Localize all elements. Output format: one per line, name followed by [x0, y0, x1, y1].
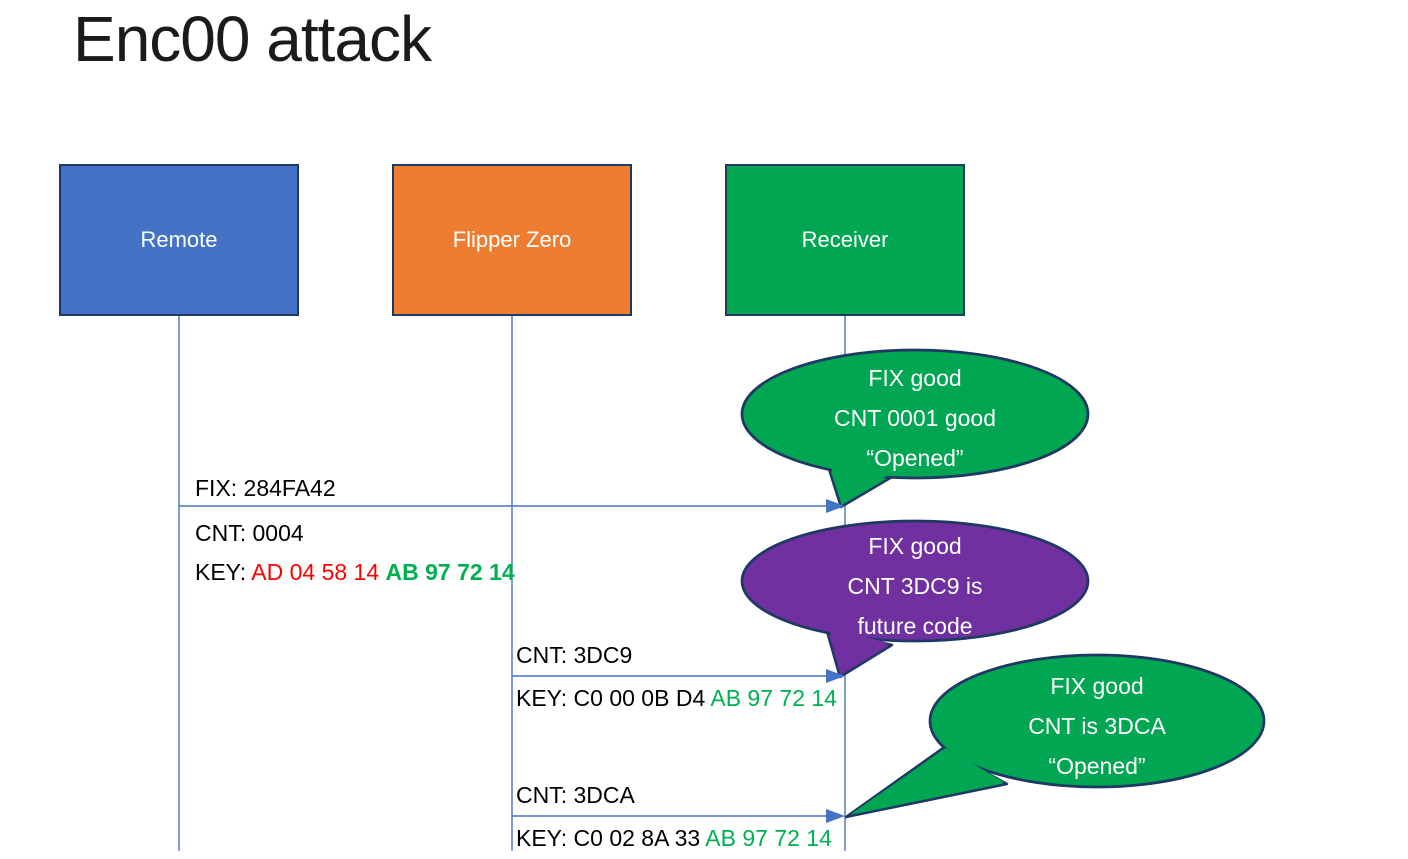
- callout-1-ellipse: [740, 348, 1090, 480]
- callout-2-tail-join: [829, 627, 888, 673]
- callout-3-line-3: “Opened”: [1048, 753, 1146, 779]
- actor-box-flipper-zero: Flipper Zero: [392, 164, 632, 316]
- message-arrow-1-head: [826, 499, 845, 513]
- callout-2-line-3: future code: [857, 613, 973, 639]
- callout-1-line-1: FIX good: [868, 365, 962, 391]
- callout-bubble-1: [740, 348, 1090, 509]
- message-1-key-prefix: KEY:: [195, 559, 252, 585]
- message-1-key-red-bytes: AD 04 58 14: [251, 559, 386, 585]
- callout-2-text: FIX good CNT 3DC9 is future code: [740, 526, 1090, 646]
- callout-3-text: FIX good CNT is 3DCA “Opened”: [922, 666, 1272, 786]
- callout-bubble-3: [844, 653, 1266, 819]
- message-2-key-black-bytes: C0 00 0B D4: [573, 685, 711, 711]
- message-1-cnt-key-label: CNT: 0004 KEY: AD 04 58 14 AB 97 72 14: [195, 514, 515, 592]
- actor-label-receiver: Receiver: [801, 227, 889, 252]
- actor-label-remote: Remote: [140, 227, 218, 252]
- callout-3-tail-join: [851, 748, 1004, 814]
- callout-1-line-2: CNT 0001 good: [834, 405, 996, 431]
- callout-1-tail-join: [829, 459, 888, 503]
- message-2-key-label: KEY: C0 00 0B D4 AB 97 72 14: [516, 684, 837, 712]
- message-arrow-3-head: [826, 809, 845, 823]
- message-arrow-2-head: [826, 669, 845, 683]
- actor-label-flipper-zero: Flipper Zero: [452, 227, 572, 252]
- message-2-key-green-bytes: AB 97 72 14: [710, 685, 837, 711]
- callout-2-line-2: CNT 3DC9 is: [847, 573, 983, 599]
- message-2-cnt-label: CNT: 3DC9: [516, 642, 633, 668]
- actor-box-receiver: Receiver: [725, 164, 965, 316]
- callout-3-line-1: FIX good: [1050, 673, 1144, 699]
- callout-3-line-2: CNT is 3DCA: [1028, 713, 1166, 739]
- message-1-fix-label: FIX: 284FA42: [195, 475, 336, 501]
- message-3-key-prefix: KEY:: [516, 825, 574, 851]
- callout-2-ellipse: [740, 519, 1090, 643]
- page-title: Enc00 attack: [73, 3, 432, 75]
- actor-box-remote: Remote: [59, 164, 299, 316]
- message-arrow-2: [512, 669, 845, 683]
- message-2-key-prefix: KEY:: [516, 685, 574, 711]
- message-arrow-1: [179, 499, 845, 513]
- callout-2-line-1: FIX good: [868, 533, 962, 559]
- callout-bubble-2: [740, 519, 1090, 679]
- message-3-key-black-bytes: C0 02 8A 33: [573, 825, 706, 851]
- message-3-key-label: KEY: C0 02 8A 33 AB 97 72 14: [516, 824, 832, 852]
- message-1-key: KEY: AD 04 58 14 AB 97 72 14: [195, 553, 515, 592]
- message-3-cnt-label: CNT: 3DCA: [516, 782, 635, 808]
- message-3-key-green-bytes: AB 97 72 14: [705, 825, 832, 851]
- message-1-cnt: CNT: 0004: [195, 520, 304, 546]
- callout-3-ellipse: [928, 653, 1266, 789]
- callout-1-line-3: “Opened”: [866, 445, 964, 471]
- callout-1-text: FIX good CNT 0001 good “Opened”: [740, 358, 1090, 478]
- message-arrow-3: [512, 809, 845, 823]
- message-1-key-green-bytes: AB 97 72 14: [385, 559, 515, 585]
